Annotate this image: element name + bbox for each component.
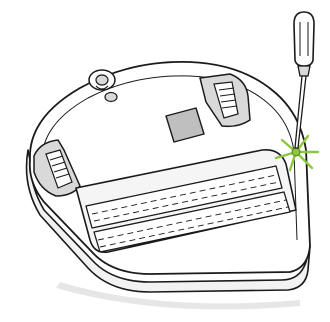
screwdriver-icon	[294, 12, 314, 148]
charging-contact	[105, 93, 117, 102]
caster-wheel	[89, 70, 115, 90]
